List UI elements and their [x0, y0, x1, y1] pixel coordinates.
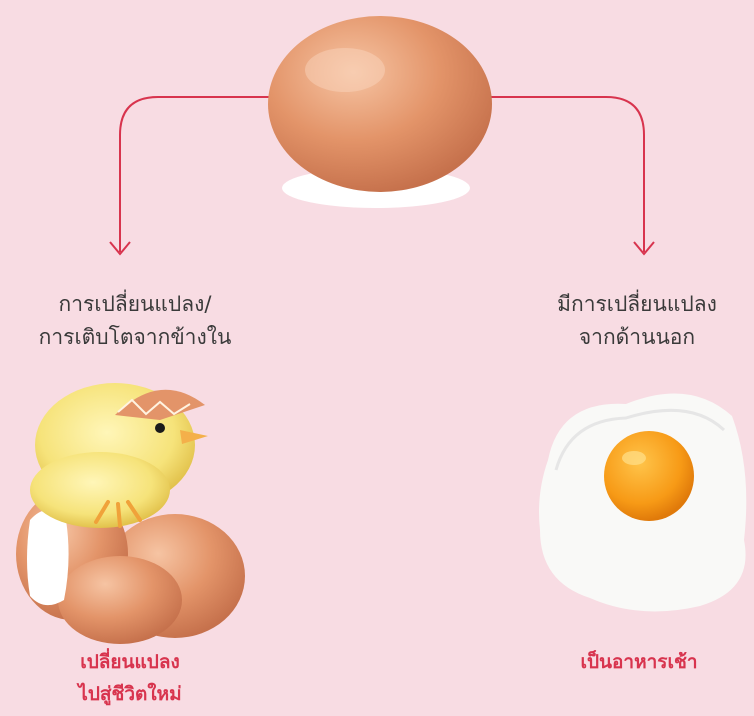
- label-internal-change-line-2: การเติบโตจากข้างใน: [38, 325, 232, 349]
- hatching-chick-icon: [16, 383, 245, 644]
- connector-left-arrow: [109, 96, 272, 256]
- caption-breakfast: เป็นอาหารเช้า: [534, 646, 744, 678]
- caption-new-life-line-1: เปลี่ยนแปลง: [80, 651, 180, 673]
- connector-right-arrow: [490, 96, 655, 256]
- caption-breakfast-line-1: เป็นอาหารเช้า: [580, 651, 698, 673]
- label-internal-change: การเปลี่ยนแปลง/ การเติบโตจากข้างใน: [0, 288, 270, 354]
- caption-new-life: เปลี่ยนแปลง ไปสู่ชีวิตใหม่: [20, 646, 240, 710]
- label-external-change: มีการเปลี่ยนแปลง จากด้านนอก: [520, 288, 754, 354]
- brown-egg-icon: [268, 16, 492, 208]
- caption-new-life-line-2: ไปสู่ชีวิตใหม่: [78, 683, 182, 705]
- label-external-change-line-2: จากด้านนอก: [578, 325, 696, 349]
- label-external-change-line-1: มีการเปลี่ยนแปลง: [557, 292, 717, 316]
- fried-egg-icon: [539, 393, 747, 612]
- label-internal-change-line-1: การเปลี่ยนแปลง/: [58, 292, 212, 316]
